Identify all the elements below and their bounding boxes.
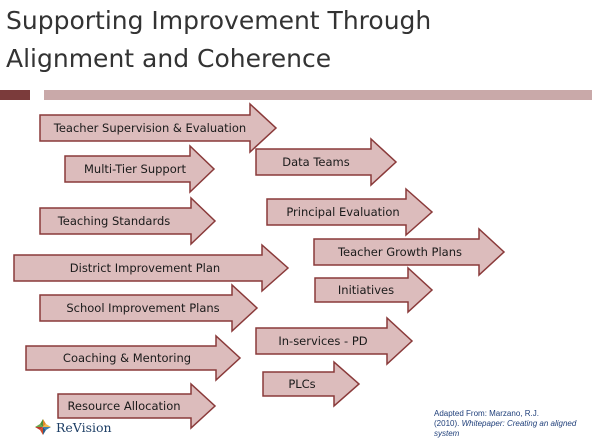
citation-author: Adapted From: Marzano, R.J. — [434, 409, 539, 418]
arrow-label-inservices-pd: In-services - PD — [278, 334, 367, 348]
arrow-label-plcs: PLCs — [288, 377, 315, 391]
citation: Adapted From: Marzano, R.J. (2010). Whit… — [434, 409, 584, 439]
arrow-label-principal-evaluation: Principal Evaluation — [286, 205, 399, 219]
title-divider-bar — [0, 90, 592, 100]
arrow-teacher-supervision: Teacher Supervision & Evaluation — [39, 102, 278, 154]
arrow-label-multi-tier-support: Multi-Tier Support — [84, 162, 186, 176]
arrow-label-teaching-standards: Teaching Standards — [57, 214, 171, 228]
arrow-school-improvement-plans: School Improvement Plans — [39, 283, 259, 333]
revision-logo: ReVision — [34, 418, 112, 436]
arrow-resource-allocation: Resource Allocation — [57, 382, 217, 430]
title-line-2: Alignment and Coherence — [6, 44, 332, 73]
arrow-plcs: PLCs — [262, 360, 361, 408]
arrow-inservices-pd: In-services - PD — [255, 316, 414, 366]
citation-year: (2010). — [434, 419, 460, 428]
arrow-label-coaching-mentoring: Coaching & Mentoring — [63, 351, 191, 365]
arrow-data-teams: Data Teams — [255, 137, 398, 187]
revision-logo-text: ReVision — [56, 419, 112, 435]
title-line-1: Supporting Improvement Through — [6, 6, 432, 35]
arrow-label-data-teams: Data Teams — [282, 155, 350, 169]
revision-logo-icon — [35, 419, 51, 435]
arrow-teaching-standards: Teaching Standards — [39, 196, 217, 246]
arrow-district-improvement-plan: District Improvement Plan — [13, 243, 290, 293]
arrow-principal-evaluation: Principal Evaluation — [266, 187, 434, 237]
arrow-initiatives: Initiatives — [314, 266, 434, 314]
arrow-coaching-mentoring: Coaching & Mentoring — [25, 334, 242, 382]
slide-title: Supporting Improvement Through Alignment… — [6, 2, 576, 78]
arrow-label-resource-allocation: Resource Allocation — [67, 399, 180, 413]
arrow-multi-tier-support: Multi-Tier Support — [64, 144, 216, 194]
arrow-label-district-improvement-plan: District Improvement Plan — [70, 261, 220, 275]
arrow-label-initiatives: Initiatives — [338, 283, 394, 297]
arrow-label-teacher-growth-plans: Teacher Growth Plans — [337, 245, 462, 259]
arrow-label-school-improvement-plans: School Improvement Plans — [66, 301, 219, 315]
citation-title: Whitepaper: Creating an aligned system — [434, 419, 577, 438]
arrow-teacher-growth-plans: Teacher Growth Plans — [313, 227, 506, 277]
arrow-label-teacher-supervision: Teacher Supervision & Evaluation — [53, 121, 246, 135]
